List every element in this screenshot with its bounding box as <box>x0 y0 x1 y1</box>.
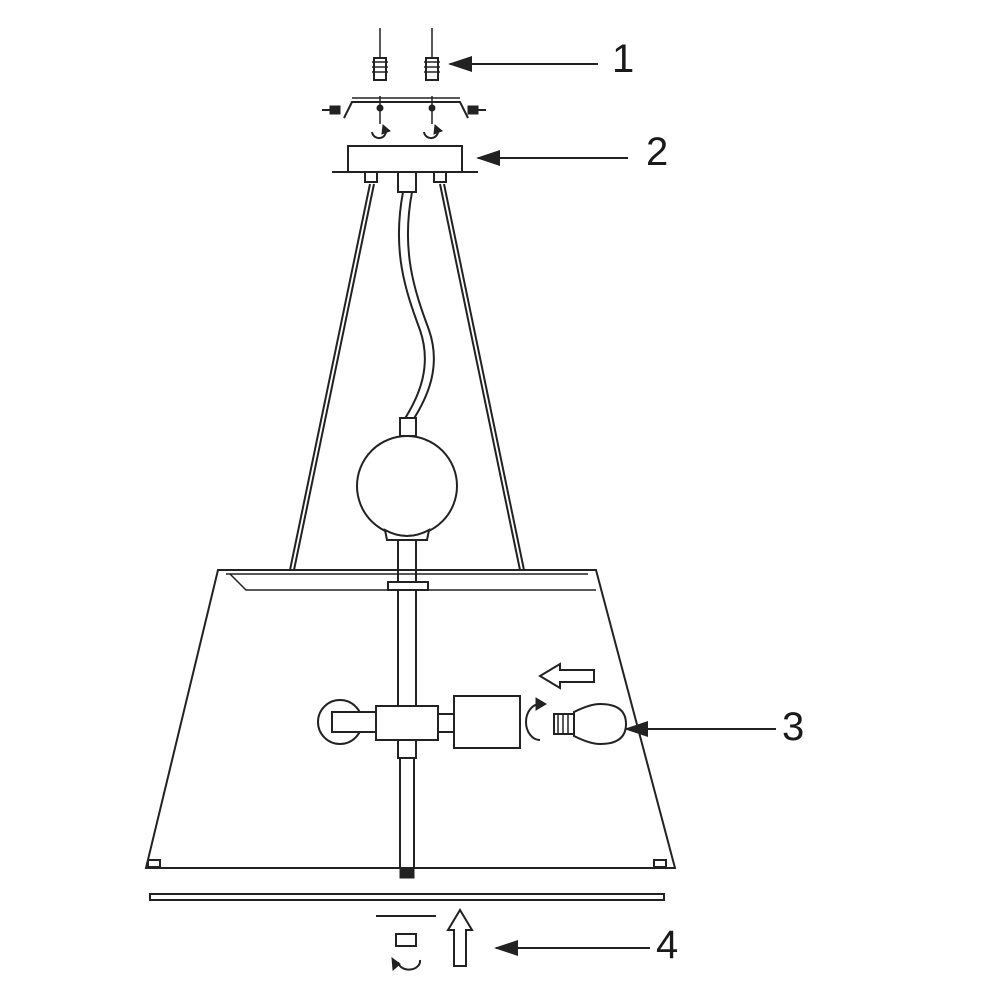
callout-2-label: 2 <box>646 130 668 174</box>
mounting-bracket <box>343 101 469 119</box>
central-rod <box>387 581 429 879</box>
bottom-diffuser <box>149 893 665 947</box>
decorative-globe <box>356 417 458 585</box>
light-bulb <box>553 702 628 746</box>
callout-4-label: 4 <box>656 923 678 967</box>
anchor-right <box>424 57 440 81</box>
suspension-cables <box>289 183 525 571</box>
lamp-shade <box>144 569 677 869</box>
socket-assembly <box>317 695 521 749</box>
push-arrow-icon <box>446 908 474 967</box>
push-arrow-icon <box>538 662 595 690</box>
screw-right <box>467 105 486 115</box>
rotate-arrow-icon <box>525 703 541 741</box>
anchor-left <box>372 57 388 81</box>
screw-left <box>322 105 341 115</box>
ceiling-anchors <box>322 28 486 140</box>
callout-3-label: 3 <box>782 705 804 749</box>
callout-1-label: 1 <box>612 37 634 81</box>
rotate-arrow-icon <box>397 959 422 971</box>
power-cord <box>397 191 426 421</box>
canopy <box>332 145 478 193</box>
